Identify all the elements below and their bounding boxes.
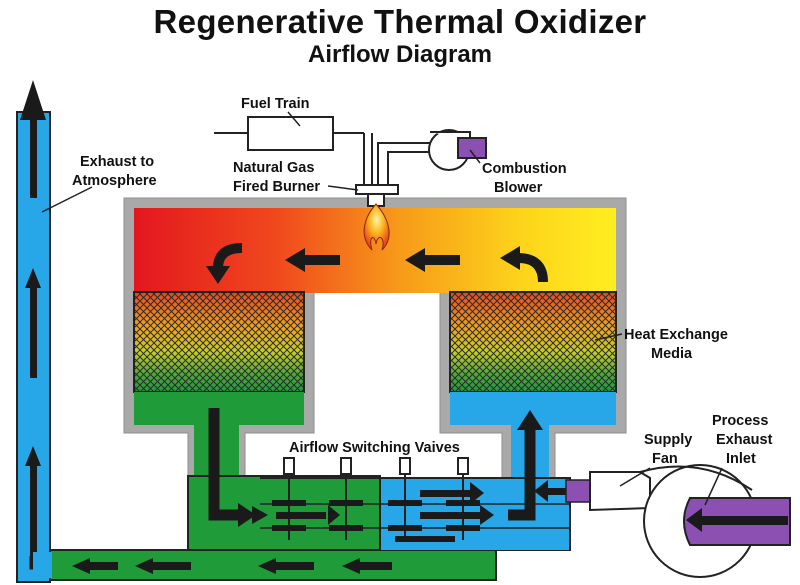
return-duct <box>33 549 497 581</box>
diagram-subtitle: Airflow Diagram <box>307 41 493 68</box>
process-inlet-duct <box>683 497 791 546</box>
fuel-train-label: Fuel Train <box>241 96 310 112</box>
title-block: Regenerative Thermal Oxidizer Airflow Di… <box>0 0 800 69</box>
combustion-blower <box>428 129 487 171</box>
blower-label-line2: Blower <box>494 180 543 196</box>
inlet-label-line3: Inlet <box>726 451 756 467</box>
burner-label-line2: Fired Burner <box>233 179 320 195</box>
switching-valves <box>252 457 494 542</box>
inlet-label-line1: Process <box>712 413 768 429</box>
inlet-label-line2: Exhaust <box>716 432 773 448</box>
exhaust-label-line1: Exhaust to <box>80 154 154 170</box>
supply-fan-label-line2: Fan <box>652 451 678 467</box>
leader-lines <box>41 111 723 506</box>
supply-fan <box>565 464 757 578</box>
fuel-train <box>214 116 430 251</box>
diagram-title: Regenerative Thermal Oxidizer <box>153 3 647 40</box>
labels: Fuel Train Natural Gas Fired Burner Comb… <box>72 96 773 467</box>
exhaust-label-line2: Atmosphere <box>72 173 157 189</box>
media-label-line1: Heat Exchange <box>624 327 728 343</box>
exhaust-stack <box>16 80 58 583</box>
valves-label: Airflow Switching Vaives <box>289 440 460 456</box>
flow-arrows <box>206 243 575 527</box>
supply-fan-label-line1: Supply <box>644 432 692 448</box>
blower-label-line1: Combustion <box>482 161 567 177</box>
media-label-line2: Media <box>651 346 693 362</box>
burner-label-line1: Natural Gas <box>233 160 314 176</box>
